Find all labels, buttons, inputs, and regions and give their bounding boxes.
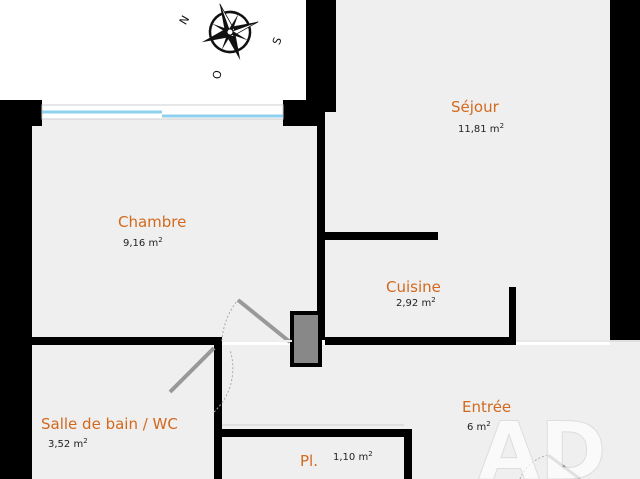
wall-left <box>0 100 32 479</box>
sdb-name: Salle de bain / WC <box>41 415 178 433</box>
wall-chambre-top-right <box>283 100 320 126</box>
compass-west: O <box>210 69 224 80</box>
entree-name: Entrée <box>462 398 512 416</box>
chambre-name: Chambre <box>118 213 187 231</box>
chambre-area: 9,16 m2 <box>123 236 163 249</box>
compass-south: S <box>270 35 285 46</box>
compass-north: N <box>177 13 192 27</box>
sejour-floor <box>325 0 610 340</box>
cuisine-area: 2,92 m2 <box>396 296 436 309</box>
wall-cuisine-right <box>509 287 516 344</box>
wall-top-left-block <box>306 0 336 112</box>
wall-cuisine-counter <box>325 232 438 240</box>
sejour-name: Séjour <box>451 98 499 116</box>
wall-horizontal-right <box>325 337 516 345</box>
door-chambre <box>236 298 292 344</box>
entree-area: 6 m2 <box>467 420 491 433</box>
sejour-area: 11,81 m2 <box>458 122 505 135</box>
entree-floor <box>222 345 610 479</box>
wall-placard-right <box>404 429 412 479</box>
wall-chambre-top-left <box>0 100 42 126</box>
wall-right <box>610 0 640 340</box>
sdb-floor <box>32 345 217 479</box>
chambre-floor <box>32 118 320 340</box>
wall-horizontal-left <box>16 337 222 345</box>
placard-name: Pl. <box>300 452 318 470</box>
door-sdb <box>168 346 216 394</box>
compass-rose <box>201 3 259 61</box>
sdb-area: 3,52 m2 <box>48 437 88 450</box>
duct-pillar <box>290 311 322 367</box>
watermark: AD <box>478 405 606 479</box>
wall-chambre-sejour <box>317 112 325 340</box>
door-entree <box>547 453 581 479</box>
placard-area: 1,10 m2 <box>333 450 373 463</box>
cuisine-name: Cuisine <box>386 278 441 296</box>
wall-placard-top <box>222 429 412 437</box>
right-strip-floor <box>610 340 640 479</box>
